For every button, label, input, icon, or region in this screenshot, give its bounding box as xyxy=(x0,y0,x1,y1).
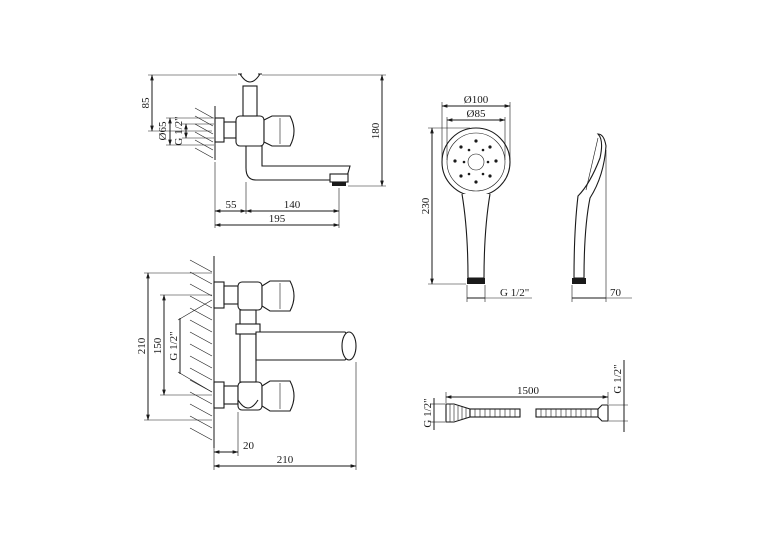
dim-55: 55 xyxy=(226,199,238,211)
dim-diameter-85: Ø85 xyxy=(467,108,486,120)
dim-thread-shower: G 1/2" xyxy=(500,287,529,299)
dim-140: 140 xyxy=(284,199,301,211)
dim-20: 20 xyxy=(243,440,255,452)
dim-thread-hose-right: G 1/2" xyxy=(612,364,624,393)
dim-thread-top: G 1/2" xyxy=(173,116,185,145)
dim-85: 85 xyxy=(140,97,152,109)
dim-thread-front: G 1/2" xyxy=(168,331,180,360)
dim-210-width: 210 xyxy=(277,454,294,466)
wall-hatch xyxy=(194,106,216,160)
dim-195: 195 xyxy=(269,213,286,225)
hand-shower-side: 70 xyxy=(571,133,632,302)
dim-diameter-65: Ø65 xyxy=(157,121,169,140)
dim-230: 230 xyxy=(420,197,432,214)
shower-hose: 1500 G 1/2" G 1/2" xyxy=(422,360,628,432)
dim-diameter-100: Ø100 xyxy=(464,94,489,106)
faucet-front-view: 210 150 G 1/2" 20 210 xyxy=(136,256,357,470)
dim-150: 150 xyxy=(152,337,164,354)
dim-70: 70 xyxy=(610,287,622,299)
dim-1500: 1500 xyxy=(517,385,540,397)
faucet-side-view: 85 Ø65 G 1/2" 180 55 140 195 xyxy=(140,73,386,228)
dim-180: 180 xyxy=(370,122,382,139)
dim-210-height: 210 xyxy=(136,337,148,354)
wall-hatch-front xyxy=(189,256,215,448)
spray-nozzles xyxy=(453,139,498,184)
hand-shower-front: Ø100 Ø85 230 G 1/2" xyxy=(420,94,532,302)
dim-thread-hose-left: G 1/2" xyxy=(422,398,434,427)
